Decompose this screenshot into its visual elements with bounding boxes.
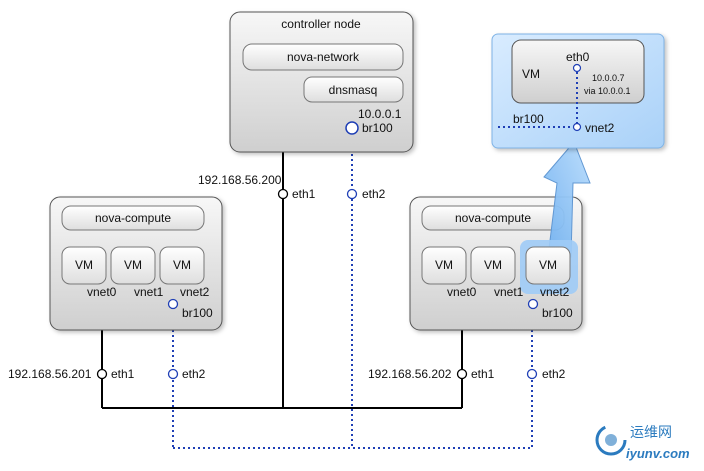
zoom-eth0-port [572, 63, 582, 73]
compute2-vnet-0: vnet0 [447, 285, 477, 299]
compute1-vnet-1: vnet1 [134, 285, 164, 299]
watermark: 运维网 iyunv.com [595, 424, 690, 461]
compute2-vnet-1: vnet1 [494, 285, 524, 299]
zoom-bridge-label: br100 [513, 112, 544, 126]
compute2-bridge-port [527, 298, 539, 310]
compute1-eth2-label: eth2 [182, 367, 206, 381]
compute1-vm-2 [159, 246, 205, 285]
compute1-public-ip: 192.168.56.201 [8, 367, 92, 381]
controller-bridge-label: br100 [362, 121, 393, 135]
compute2-public-ip: 192.168.56.202 [368, 367, 452, 381]
compute2-vm-label-0: VM [435, 258, 453, 272]
compute1-vm-label-1: VM [124, 258, 142, 272]
compute2-vm-1 [470, 246, 516, 285]
compute1-bridge-port [167, 298, 179, 310]
compute2-vm-label-1: VM [484, 258, 502, 272]
nova-network-label: nova-network [287, 50, 360, 64]
zoom-vm-ip: 10.0.0.7 [592, 73, 625, 83]
compute2-eth2-port [526, 368, 538, 380]
zoom-eth0-label: eth0 [566, 50, 590, 64]
controller-eth1-port [277, 188, 289, 200]
compute2-vm-2 [525, 246, 571, 285]
zoom-vm-gateway: via 10.0.0.1 [584, 86, 631, 96]
compute1-vnet-2: vnet2 [180, 285, 210, 299]
controller-eth2-port [346, 188, 358, 200]
compute1-vnet-0: vnet0 [87, 285, 117, 299]
zoom-detail: VM eth0 10.0.0.7 via 10.0.0.1 br100 vnet… [491, 33, 665, 149]
compute1-eth2-port [167, 368, 179, 380]
controller-bridge-ip: 10.0.0.1 [358, 107, 402, 121]
controller-title: controller node [281, 17, 361, 31]
controller-node: controller node nova-network dnsmasq 10.… [229, 11, 414, 153]
zoom-vnet-port [572, 122, 582, 132]
dnsmasq-label: dnsmasq [329, 83, 378, 97]
controller-eth1-label: eth1 [292, 187, 316, 201]
compute2-service-label: nova-compute [455, 211, 531, 225]
compute1-eth1-port [96, 368, 108, 380]
zoom-vnet-label: vnet2 [585, 121, 615, 135]
controller-public-ip: 192.168.56.200 [198, 173, 282, 187]
compute1-vm-0 [61, 246, 107, 285]
controller-bridge-port [345, 121, 359, 135]
compute1-vm-1 [110, 246, 156, 285]
compute1-service-box [61, 205, 205, 231]
compute2-bridge-label: br100 [542, 306, 573, 320]
watermark-logo-dot-icon [605, 434, 617, 446]
watermark-logo-icon [595, 424, 627, 456]
compute1-bridge-label: br100 [182, 306, 213, 320]
controller-eth2-label: eth2 [362, 187, 386, 201]
compute-node-2: nova-compute VM VM [409, 196, 583, 331]
compute2-eth2-label: eth2 [542, 367, 566, 381]
compute1-service-label: nova-compute [95, 211, 171, 225]
zoom-vm-label: VM [522, 67, 540, 81]
nova-network-box [242, 43, 404, 71]
dnsmasq-box [303, 76, 404, 103]
compute2-eth1-port [456, 368, 468, 380]
watermark-en: iyunv.com [626, 446, 690, 461]
compute2-vm-label-2: VM [539, 258, 557, 272]
compute1-eth1-label: eth1 [111, 367, 135, 381]
compute2-vm-0 [421, 246, 467, 285]
watermark-cn: 运维网 [630, 425, 672, 441]
compute1-vm-label-0: VM [75, 258, 93, 272]
compute1-vm-label-2: VM [173, 258, 191, 272]
compute2-eth1-label: eth1 [471, 367, 495, 381]
compute2-vnet-2: vnet2 [540, 285, 570, 299]
compute-node-1: nova-compute VM VM VM vnet0 vnet1 vnet2 … [49, 196, 223, 331]
